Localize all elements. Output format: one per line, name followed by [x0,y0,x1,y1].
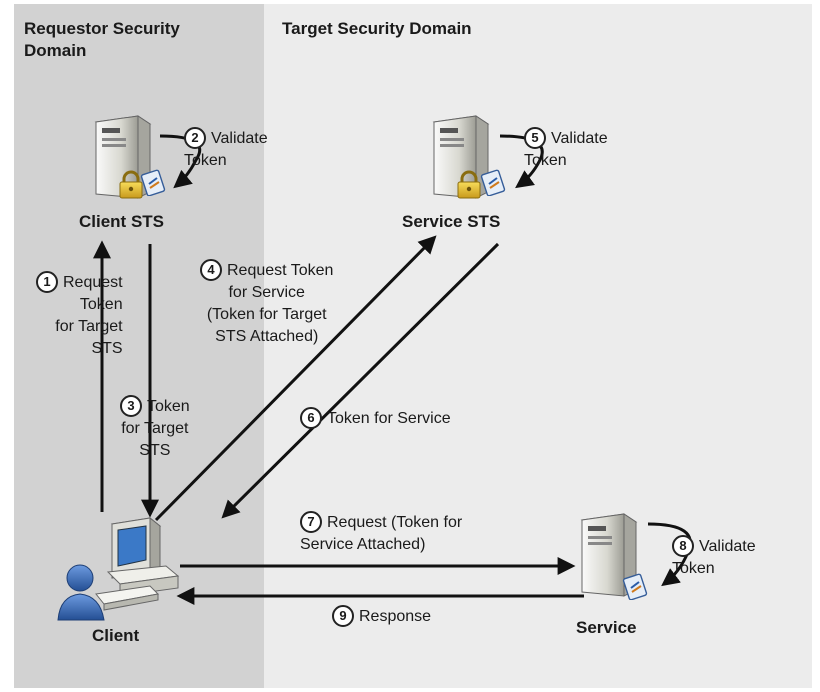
client-sts-server-icon [95,115,166,200]
service-sts-label: Service STS [402,212,501,231]
step-number: 1 [36,271,58,293]
step-number: 7 [300,511,322,533]
target-domain-region [264,4,812,688]
step-text: Token for Service [327,410,451,428]
validate-arrow-client-sts [159,134,202,189]
step-number: 5 [524,127,546,149]
requestor-domain-title: Requestor Security Domain [24,19,180,60]
step-text: Token for Target STS [121,398,190,460]
service-server-icon [581,513,648,600]
step-number: 8 [672,535,694,557]
step-number: 3 [120,395,142,417]
validate-arrow-service-sts [499,134,544,189]
step-text: Validate Token [524,130,608,170]
client-label: Client [92,626,140,645]
arrow-step-4 [154,235,437,522]
step-text: Request Token for Service (Token for Tar… [206,262,334,346]
step-text: Validate Token [672,538,756,578]
step-text: Validate Token [184,130,268,170]
step-number: 6 [300,407,322,429]
target-domain-title: Target Security Domain [282,19,472,38]
step-number: 4 [200,259,222,281]
user-icon [57,564,105,621]
step-number: 9 [332,605,354,627]
service-sts-server-icon [433,115,506,200]
step-text: Request Token for Target STS [55,274,123,358]
step-6: 6 Token for Service [300,407,451,430]
step-number: 2 [184,127,206,149]
step-9: 9 Response [332,605,432,628]
desktop-computer-icon [95,516,180,611]
arrow-step-6 [221,242,500,519]
client-sts-label: Client STS [79,212,165,231]
step-text: Request (Token for Service Attached) [300,514,463,554]
step-text: Response [359,608,432,626]
service-label: Service [576,618,637,637]
